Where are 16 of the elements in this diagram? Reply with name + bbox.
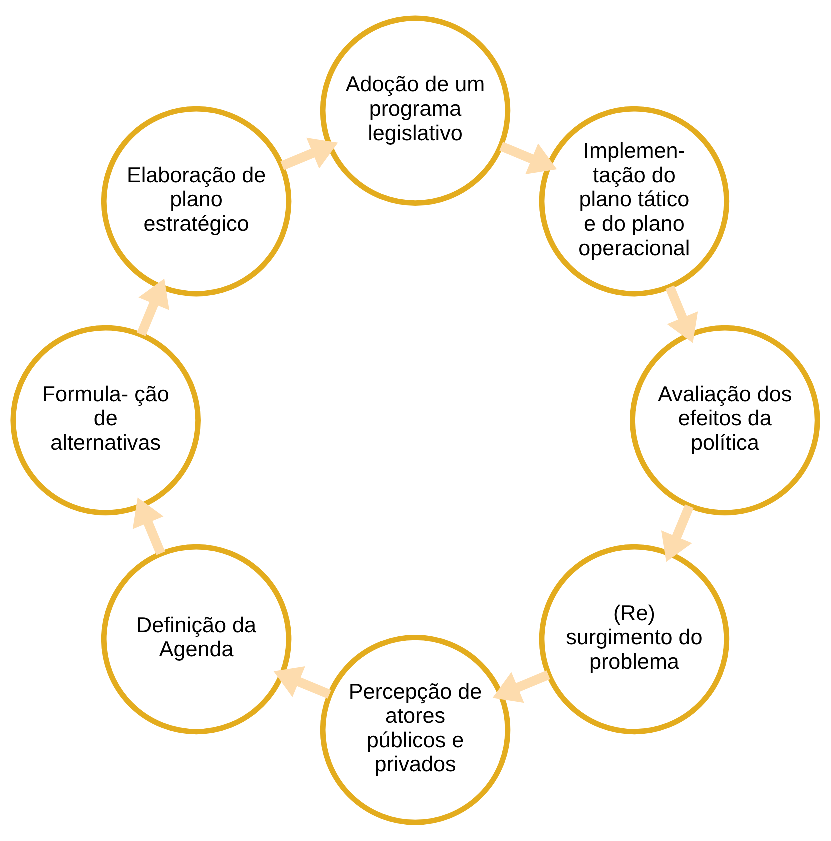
arrow xyxy=(666,286,698,344)
node-circle: Definição da Agenda xyxy=(101,544,292,735)
node-circle: (Re) surgimento do problema xyxy=(539,544,730,735)
arrow xyxy=(492,670,550,704)
node-circle: Adoção de um programa legislativo xyxy=(320,16,511,206)
node-circle: Implemen- tação do plano tático e do plano operacional xyxy=(539,106,730,297)
arrow xyxy=(274,666,332,699)
node-circle: Formula- ção de alternativas xyxy=(10,325,201,516)
node-circle: Avaliação dos efeitos da política xyxy=(630,325,820,516)
arrow xyxy=(500,142,558,175)
arrow xyxy=(132,498,166,556)
node-circle: Percepção de atores públicos e privados xyxy=(320,635,511,826)
arrow xyxy=(280,138,338,170)
arrow xyxy=(661,504,694,562)
node-circle: Elaboração de plano estratégico xyxy=(101,106,292,297)
arrow xyxy=(137,278,170,336)
